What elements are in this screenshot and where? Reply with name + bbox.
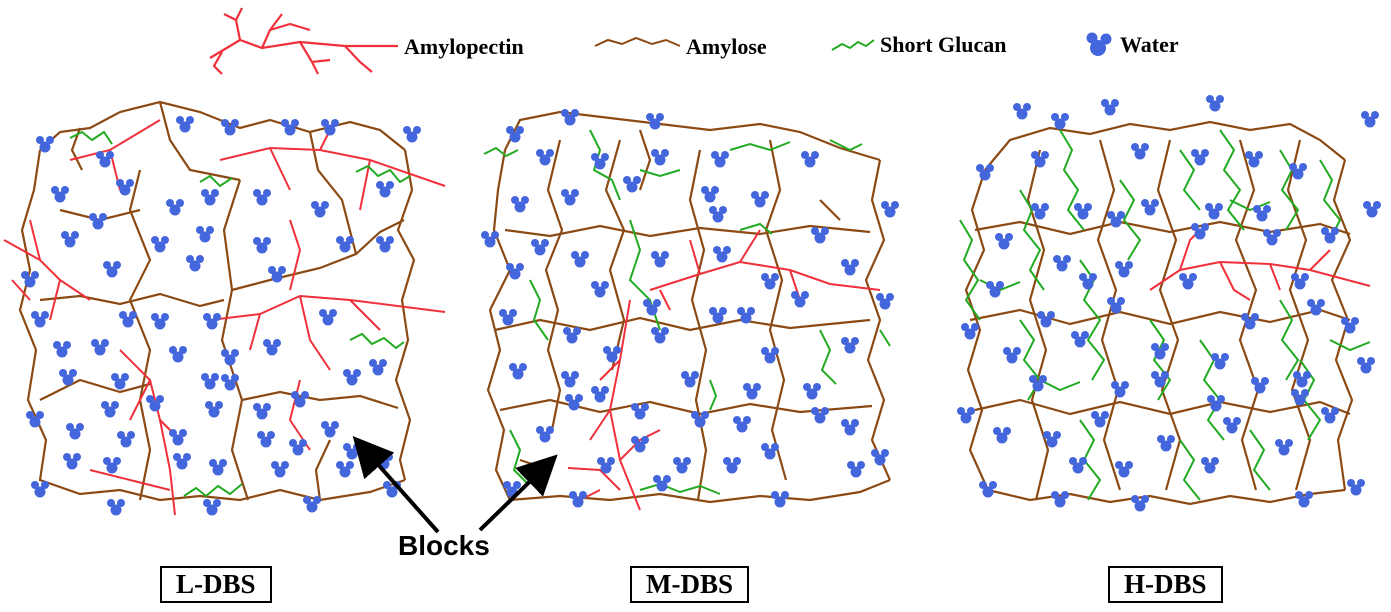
amylose-chains — [964, 120, 1354, 506]
arrow-icon — [478, 454, 558, 532]
panel-high-dbs — [957, 95, 1381, 512]
panel-label-low: L-DBS — [160, 566, 272, 603]
legend-label-water: Water — [1120, 32, 1179, 57]
short-glucans — [69, 130, 411, 498]
legend-label-short-glucan: Short Glucan — [880, 32, 1007, 57]
panel-low-dbs — [3, 100, 446, 516]
legend — [209, 7, 1112, 75]
amylopectin-icon — [209, 7, 398, 75]
amylopectin-chains — [1149, 229, 1371, 301]
panel-label-medium: M-DBS — [630, 566, 749, 603]
panel-label-high: H-DBS — [1108, 566, 1223, 603]
legend-label-amylopectin: Amylopectin — [404, 34, 524, 59]
amylopectin-chains — [567, 229, 881, 511]
short-glucan-icon — [831, 39, 875, 51]
water-icon — [1086, 32, 1112, 56]
blocks-arrows — [352, 436, 558, 534]
panel-medium-dbs — [481, 109, 899, 511]
amylose-icon — [594, 36, 681, 47]
arrow-icon — [352, 436, 440, 534]
blocks-annotation: Blocks — [398, 530, 490, 561]
amylose-chains — [18, 100, 416, 502]
legend-label-amylose: Amylose — [686, 34, 767, 59]
water-molecules — [957, 95, 1381, 512]
amylose-chains — [486, 110, 892, 504]
water-molecules — [481, 109, 899, 508]
